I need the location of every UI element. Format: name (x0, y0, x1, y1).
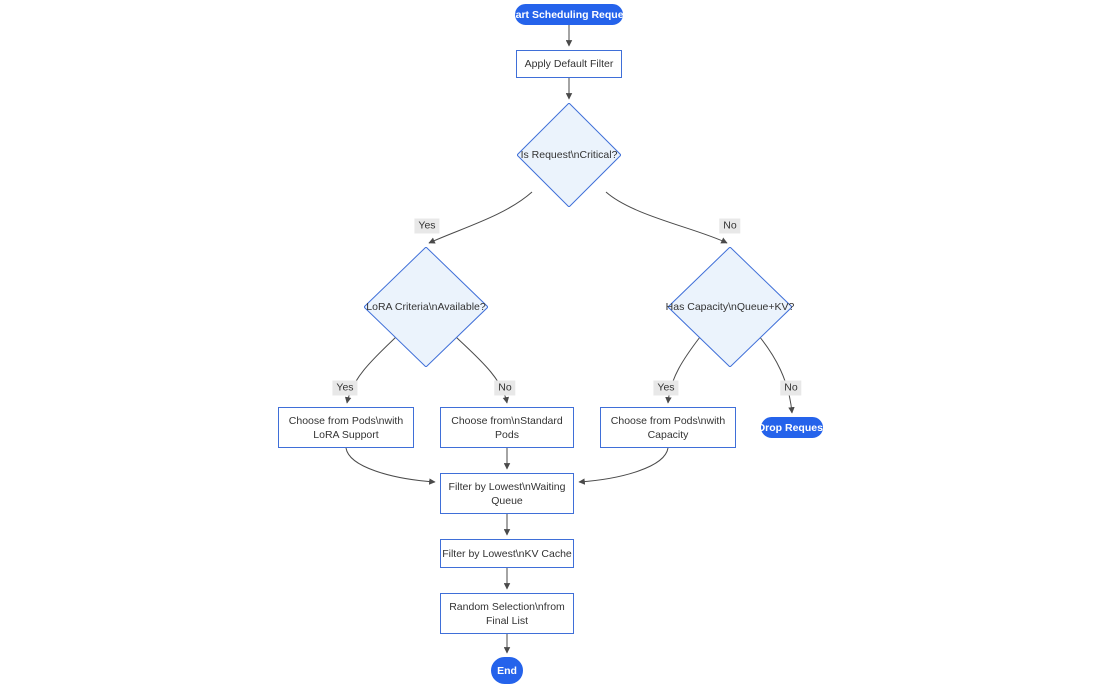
node-label: Start Scheduling Request (505, 8, 633, 21)
node-choose-pods-lora-support: Choose from Pods\nwith LoRA Support (278, 407, 414, 448)
edge-label-capacity-yes: Yes (653, 380, 679, 396)
node-label: LoRA Criteria\nAvailable? (366, 301, 486, 313)
node-choose-pods-capacity: Choose from Pods\nwith Capacity (600, 407, 736, 448)
node-label: End (497, 664, 517, 677)
edge-label-capacity-no: No (780, 380, 802, 396)
edge-capacity-no-to-drop (758, 335, 795, 414)
node-drop-request: Drop Request (758, 417, 826, 438)
node-label: Has Capacity\nQueue+KV? (665, 301, 795, 313)
node-label-line: LoRA Support (313, 428, 379, 441)
diamond-shape (517, 103, 621, 207)
edge-label-critical-no: No (719, 218, 741, 234)
diamond-shape (668, 247, 792, 367)
decision-is-request-critical: Is Request\nCritical? (517, 103, 621, 207)
node-filter-lowest-kv-cache: Filter by Lowest\nKV Cache (440, 539, 574, 568)
diamond-shape (364, 247, 488, 367)
edge-label-critical-yes: Yes (414, 218, 440, 234)
node-label-line: Random Selection\nfrom (449, 600, 565, 613)
edge-choose-capacity-to-filter-waiting (578, 447, 669, 485)
node-label: Drop Request (757, 421, 827, 434)
node-label-line: Choose from\nStandard (451, 414, 563, 427)
node-apply-default-filter: Apply Default Filter (516, 50, 622, 78)
edge-is-critical-no-to-capacity (605, 191, 728, 244)
node-random-selection-final-list: Random Selection\nfrom Final List (440, 593, 574, 634)
edge-lora-yes-to-choose-lora (344, 336, 397, 404)
node-filter-lowest-waiting-queue: Filter by Lowest\nWaiting Queue (440, 473, 574, 514)
edge-is-critical-yes-to-lora (428, 191, 533, 244)
node-label-line: Choose from Pods\nwith (288, 414, 404, 427)
node-label-line: Filter by Lowest\nWaiting (448, 480, 566, 493)
node-label-line: Final List (485, 614, 528, 627)
node-label: Apply Default Filter (524, 58, 614, 70)
edge-label-lora-no: No (494, 380, 516, 396)
decision-lora-criteria-available: LoRA Criteria\nAvailable? (364, 247, 488, 367)
node-label-line: Pods (495, 428, 519, 441)
node-label-line: Queue (491, 494, 523, 507)
node-choose-standard-pods: Choose from\nStandard Pods (440, 407, 574, 448)
node-label-line: Choose from Pods\nwith (610, 414, 726, 427)
edge-label-lora-yes: Yes (332, 380, 358, 396)
edge-lora-no-to-choose-standard (455, 336, 510, 404)
node-label: Is Request\nCritical? (520, 149, 618, 161)
edge-choose-lora-to-filter-waiting (345, 447, 436, 485)
edge-capacity-yes-to-choose-capacity (665, 336, 701, 404)
node-start-scheduling-request: Start Scheduling Request (505, 4, 633, 25)
node-end: End (491, 657, 523, 684)
node-label-line: Capacity (647, 428, 689, 441)
node-label: Filter by Lowest\nKV Cache (442, 547, 572, 560)
decision-has-capacity-queue-kv: Has Capacity\nQueue+KV? (665, 247, 795, 367)
